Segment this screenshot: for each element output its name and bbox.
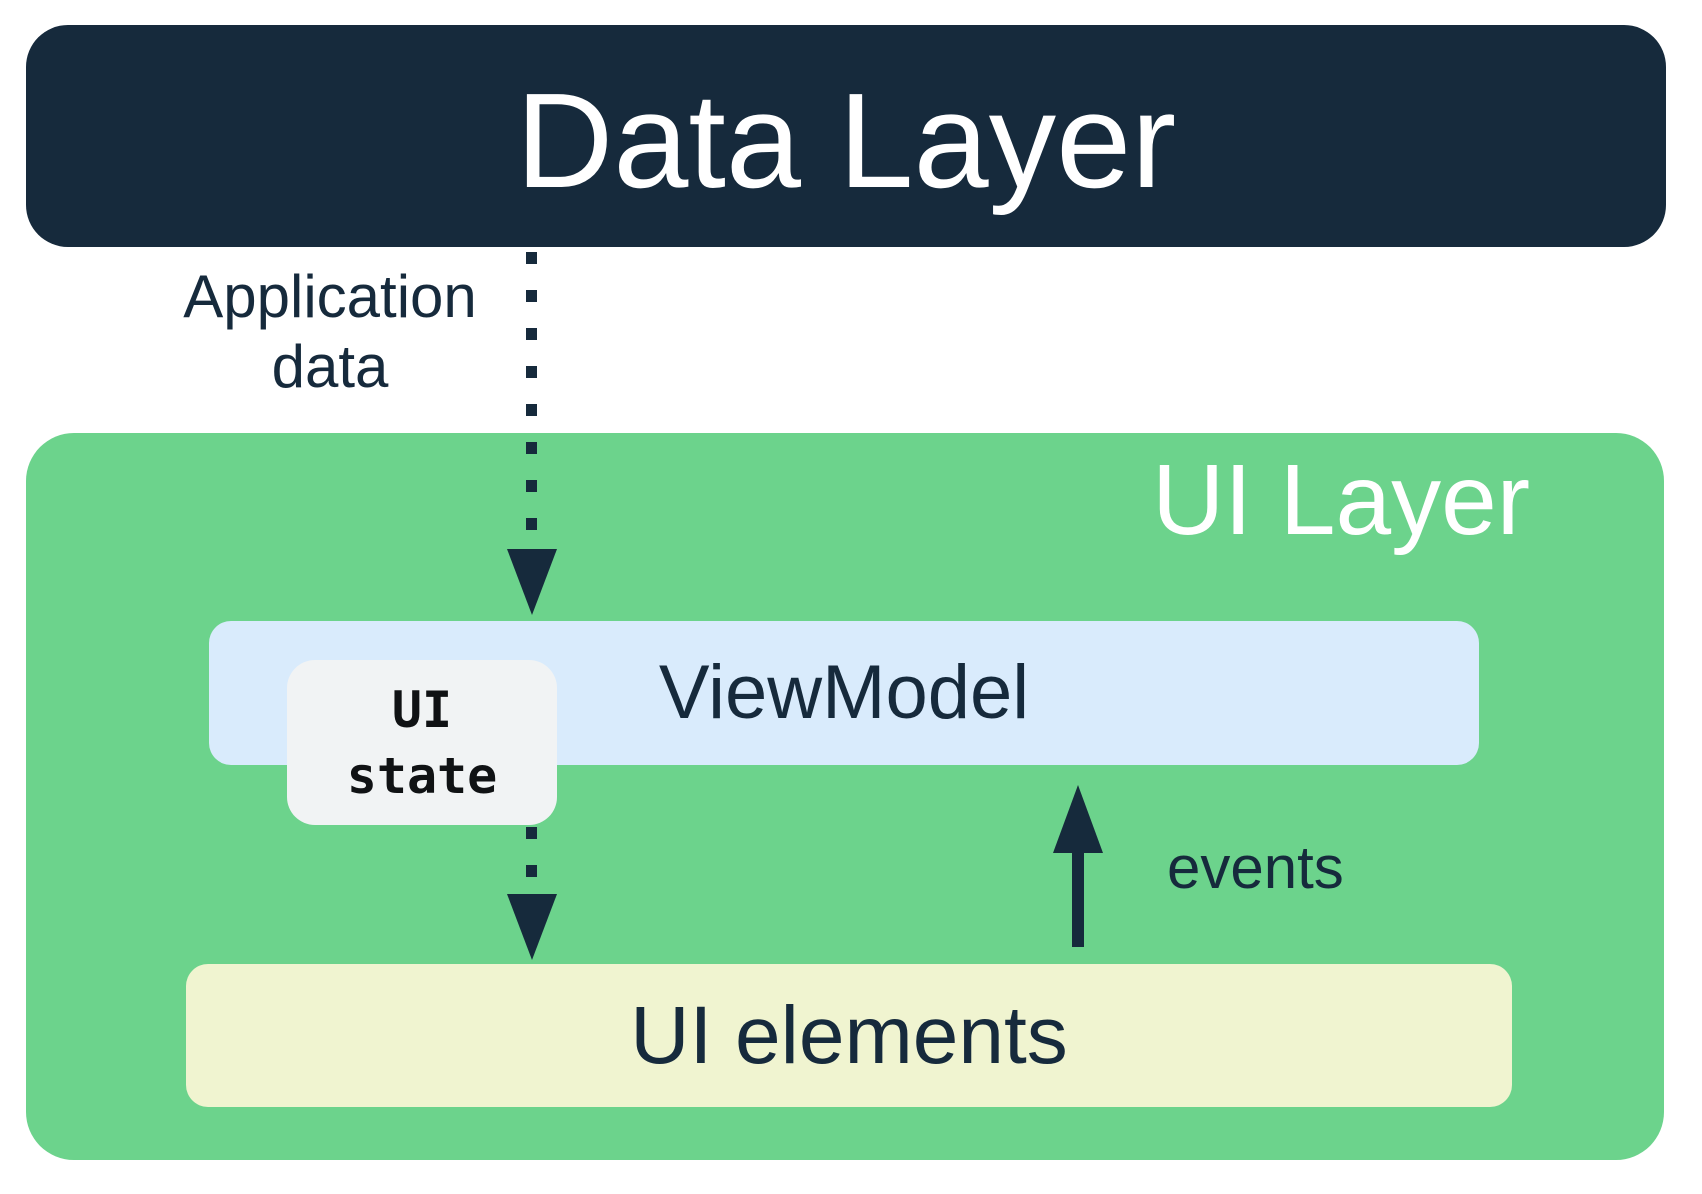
application-data-arrowhead-icon [507, 549, 557, 615]
data-layer-box: Data Layer [26, 25, 1666, 247]
application-data-label: Application data [150, 262, 510, 402]
viewmodel-title: ViewModel [658, 650, 1030, 735]
events-arrowhead-icon [1053, 785, 1103, 853]
ui-state-chip-line2: state [346, 746, 498, 805]
data-layer-title: Data Layer [515, 64, 1177, 216]
application-data-label-line1: Application [183, 263, 477, 330]
ui-elements-box: UI elements [186, 964, 1512, 1107]
ui-elements-title: UI elements [630, 989, 1068, 1081]
ui-state-arrow-dashes [526, 827, 537, 894]
ui-layer-title: UI Layer [1152, 444, 1530, 556]
ui-state-chip-line1: UI [391, 680, 453, 739]
events-label: events [1167, 834, 1344, 901]
ui-state-chip: UI state [287, 660, 557, 825]
ui-state-arrowhead-icon [507, 894, 557, 960]
events-arrow-shaft [1072, 846, 1084, 947]
application-data-label-line2: data [271, 333, 389, 400]
application-data-arrow-dashes [526, 252, 537, 550]
